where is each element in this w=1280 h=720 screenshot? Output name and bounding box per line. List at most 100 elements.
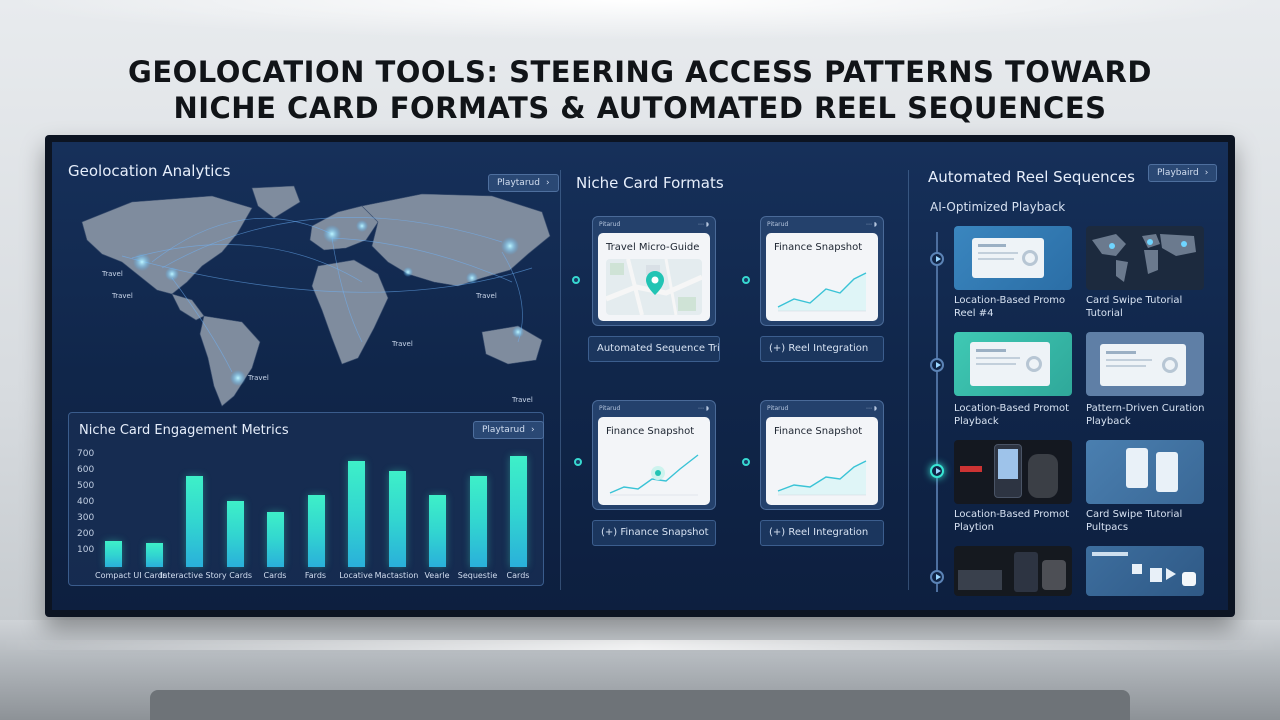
thumb-card [972,238,1044,278]
mini-continent [1144,250,1158,274]
mini-hotspot [1109,243,1115,249]
mini-hotspot [1181,241,1187,247]
hand-shape [1028,454,1058,498]
arc-3 [131,244,363,283]
pin-dot [651,276,659,284]
niche-card-finance-2[interactable]: Pitarud⋯ ◗ Finance Snapshot [592,400,716,510]
reel-thumbnail-promo-2[interactable] [954,332,1072,396]
card-title: Finance Snapshot [774,426,863,437]
card-header-label: Pitarud [599,405,621,412]
map-block [610,263,624,275]
page-headline: GEOLOCATION TOOLS: STEERING ACCESS PATTE… [0,54,1280,126]
chevron-right-icon: › [545,178,550,188]
hotspot-5 [501,237,519,255]
geo-playback-button[interactable]: Playtarud › [488,174,559,192]
dashboard-screen: Geolocation Analytics Playtarud› [52,142,1228,610]
y-tick-label: 300 [77,512,95,523]
line-sparkline [777,460,867,496]
reel-thumbnail-promo[interactable] [954,226,1072,290]
card-menu-icon: ⋯ ◗ [697,221,709,228]
automated-sequence-trigger-chip[interactable]: Automated Sequence Trigger [588,336,720,362]
mini-world-map [1092,234,1196,282]
hotspot-2 [165,267,179,281]
thumb-panel [1150,568,1162,582]
map-road [664,259,678,315]
reel-thumbnail-phone-video[interactable] [954,440,1072,504]
chart-bar [429,494,446,567]
reel-caption: Pattern-Driven Curation Playback [1086,403,1205,427]
reel-thumbnail-card-swipe[interactable] [1086,226,1204,290]
reels-playback-button-label: Playbaird [1157,168,1199,178]
reel-caption: Card Swipe Tutorial Pultpacs [1086,509,1183,533]
floor-light-strip [0,640,1280,650]
thumb-line [1106,351,1136,354]
reel-integration-chip-2[interactable]: (+) Reel Integration [760,520,884,546]
continent-europe [309,205,379,251]
reel-integration-chip[interactable]: (+) Reel Integration [760,336,884,362]
x-tick-label: Cards [263,571,287,580]
thumb-panel [1132,564,1142,574]
geo-playback-button-label: Playtarud [497,178,540,188]
mini-continent [1116,260,1128,282]
continent-south-america [199,315,261,407]
thumb-ring [1022,250,1038,266]
reel-thumbnail-interface[interactable] [1086,546,1204,596]
reel-caption: Location-Based Promo Reel #4 [954,295,1066,319]
thumb-card [1100,344,1186,386]
map-label: Travel [248,374,269,382]
engagement-metrics-panel: Niche Card Engagement Metrics Playtarud›… [68,412,544,586]
chip-label: Automated Sequence Trigger [597,343,720,354]
sparkline-line [777,460,867,492]
thumb-card [970,342,1050,386]
niche-card-finance-1[interactable]: Pitarud⋯ ◗ Finance Snapshot [760,216,884,326]
reel-thumbnail-curation[interactable] [1086,332,1204,396]
timeline-play-node[interactable] [930,570,944,584]
thumb-ring [1026,356,1042,372]
y-tick-label: 100 [77,544,95,555]
timeline-play-node-active[interactable] [930,464,944,478]
y-tick-label: 200 [77,528,95,539]
timeline-play-node[interactable] [930,252,944,266]
card-header-label: Pitarud [599,221,621,228]
y-tick-label: 700 [77,448,95,459]
hotspot-8 [512,326,524,338]
connector-node [574,458,582,466]
arc-5 [331,237,513,283]
hotspot-6 [466,272,478,284]
card-menu-icon: ⋯ ◗ [865,405,877,412]
panel-divider [560,170,561,590]
x-tick-label: Cards [506,571,530,580]
reels-playback-button[interactable]: Playbaird› [1148,164,1218,182]
x-tick-label: Vearle [424,571,450,580]
arc-6 [331,237,363,343]
card-body: Finance Snapshot [766,233,878,321]
niche-card-travel[interactable]: Pitarud⋯ ◗ Travel Micro-Guide [592,216,716,326]
phone-screen [998,449,1018,479]
x-tick-label: Fards [304,571,327,580]
x-tick-label: Compact UI Cards [95,571,167,580]
timeline-play-node[interactable] [930,358,944,372]
reel-caption: Location-Based Promot Playtion [954,509,1070,533]
chip-label: Reel Integration [788,343,869,354]
thumb-line [978,252,1018,254]
chart-bar [469,475,487,567]
metrics-playback-button[interactable]: Playtarud› [473,421,544,439]
map-block [646,265,660,275]
finance-snapshot-chip[interactable]: (+) Finance Snapshot [592,520,716,546]
niche-card-finance-3[interactable]: Pitarud⋯ ◗ Finance Snapshot [760,400,884,510]
arc-1 [151,217,333,263]
location-pin-icon [646,271,664,295]
x-tick-label: Sequestie [457,571,498,580]
y-tick-label: 600 [77,464,95,475]
card-body: Finance Snapshot [766,417,878,505]
reel-thumbnail-phone-video-2[interactable] [954,546,1072,596]
reel-thumbnail-card-swipe-2[interactable] [1086,440,1204,504]
arc-8 [121,255,533,293]
chart-bar [388,470,406,567]
arc-2 [161,217,503,269]
chart-bar [186,475,203,567]
thumb-line [1106,365,1146,367]
map-block [678,297,696,311]
floor-ledge [150,690,1130,720]
mini-continent [1160,234,1196,256]
